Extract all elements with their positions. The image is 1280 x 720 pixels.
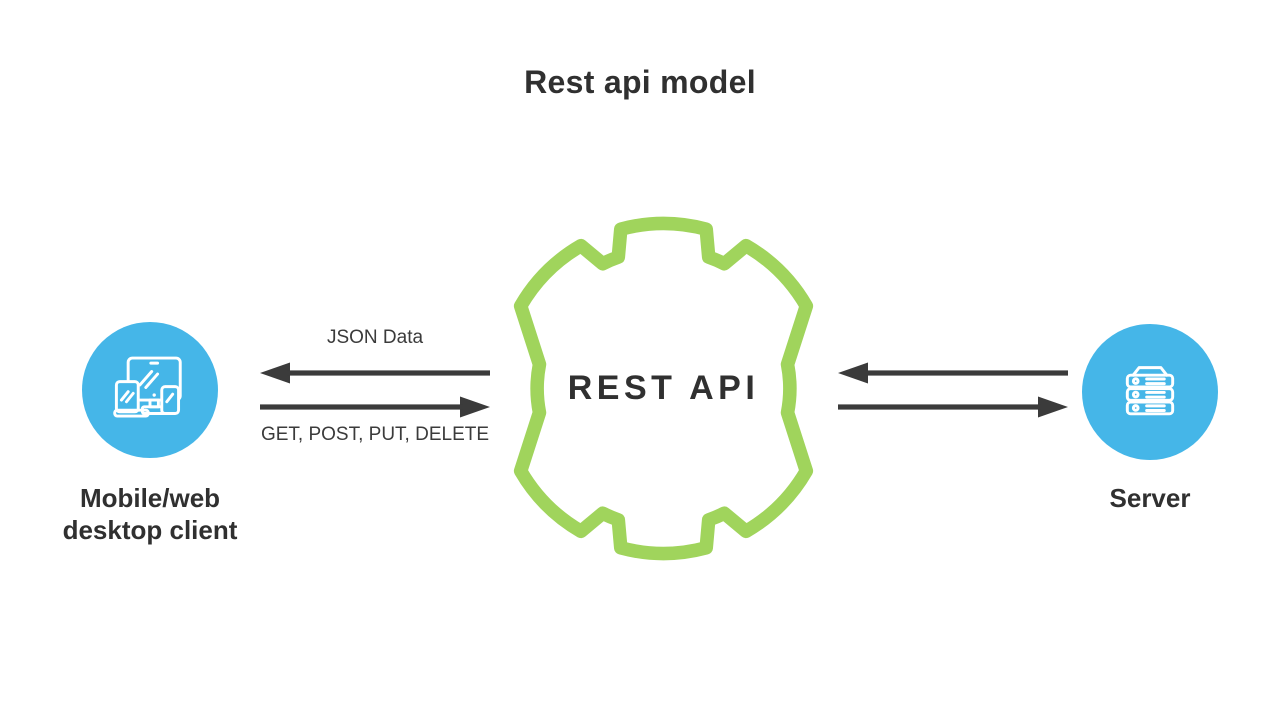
- client-label-line2: desktop client: [62, 515, 238, 545]
- server-stack-icon: [1125, 366, 1175, 416]
- devices-icon: [113, 356, 182, 418]
- client-request-arrow-right: [260, 394, 490, 420]
- http-methods-label: GET, POST, PUT, DELETE: [260, 424, 490, 445]
- json-data-label: JSON Data: [326, 327, 424, 348]
- diagram-title: Rest api model: [524, 64, 756, 100]
- client-label: Mobile/web desktop client: [20, 482, 280, 546]
- server-request-arrow-right: [838, 394, 1068, 420]
- client-response-arrow-left: [260, 360, 490, 386]
- server-label: Server: [1109, 483, 1191, 513]
- rest-api-label: REST API: [567, 369, 760, 407]
- server-response-arrow-left: [838, 360, 1068, 386]
- gear-icon: [486, 211, 841, 566]
- server-node: [1082, 324, 1218, 460]
- client-node: [82, 322, 218, 458]
- client-label-line1: Mobile/web: [79, 483, 221, 513]
